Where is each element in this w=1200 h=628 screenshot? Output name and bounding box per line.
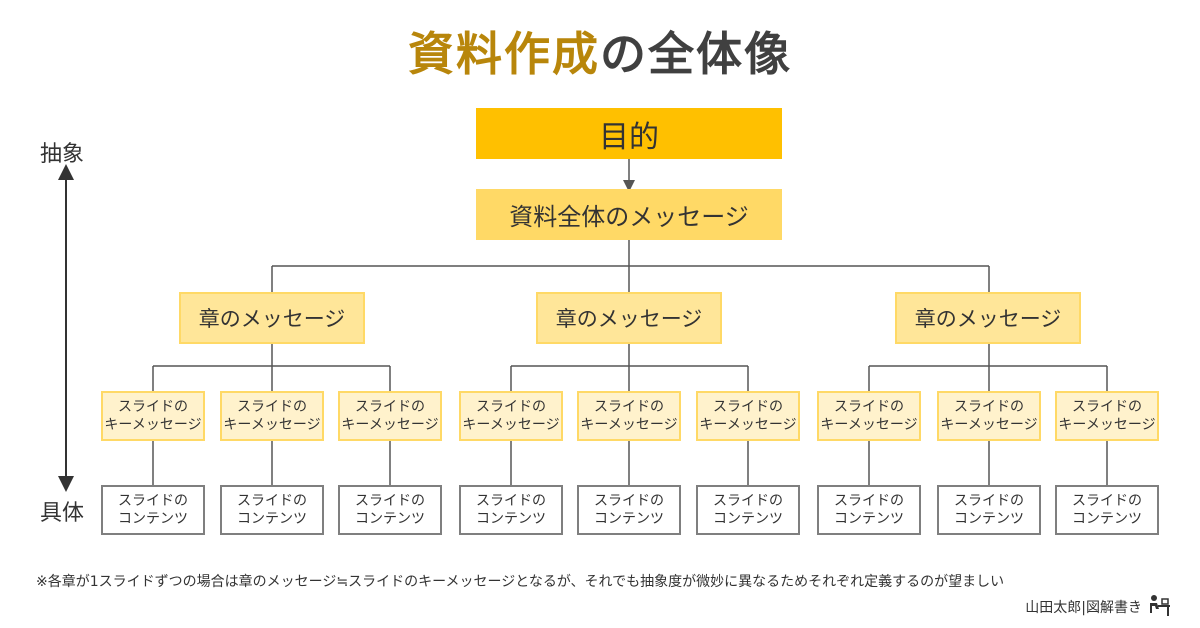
slide-content-box: スライドの コンテンツ bbox=[220, 485, 324, 535]
slide-key-message-box: スライドの キーメッセージ bbox=[459, 391, 563, 441]
document-message-box: 資料全体のメッセージ bbox=[476, 189, 782, 240]
slide-content-box: スライドの コンテンツ bbox=[338, 485, 442, 535]
slide-key-message-box: スライドの キーメッセージ bbox=[937, 391, 1041, 441]
slide-key-message-box: スライドの キーメッセージ bbox=[1055, 391, 1159, 441]
slide-key-message-box: スライドの キーメッセージ bbox=[338, 391, 442, 441]
chapter-message-box-1: 章のメッセージ bbox=[179, 292, 365, 344]
slide-key-message-box: スライドの キーメッセージ bbox=[696, 391, 800, 441]
chapter-message-box-2: 章のメッセージ bbox=[536, 292, 722, 344]
slide-key-message-box: スライドの キーメッセージ bbox=[101, 391, 205, 441]
slide-content-box: スライドの コンテンツ bbox=[1055, 485, 1159, 535]
title-rest: の全体像 bbox=[600, 27, 792, 81]
slide-content-box: スライドの コンテンツ bbox=[937, 485, 1041, 535]
slide-content-box: スライドの コンテンツ bbox=[101, 485, 205, 535]
person-at-desk-icon bbox=[1150, 595, 1170, 616]
author-credit: 山田太郎|図解書き bbox=[1025, 600, 1142, 616]
axis-label-abstract: 抽象 bbox=[40, 142, 85, 167]
footnote: ※各章が1スライドずつの場合は章のメッセージ≒スライドのキーメッセージとなるが、… bbox=[36, 574, 1005, 590]
slide-content-box: スライドの コンテンツ bbox=[577, 485, 681, 535]
slide-key-message-box: スライドの キーメッセージ bbox=[577, 391, 681, 441]
page-title: 資料作成の全体像 bbox=[0, 18, 1200, 84]
title-accent: 資料作成 bbox=[408, 27, 600, 81]
slide-content-box: スライドの コンテンツ bbox=[696, 485, 800, 535]
slide-key-message-box: スライドの キーメッセージ bbox=[817, 391, 921, 441]
axis-label-concrete: 具体 bbox=[40, 501, 85, 526]
purpose-box: 目的 bbox=[476, 108, 782, 159]
chapter-message-box-3: 章のメッセージ bbox=[895, 292, 1081, 344]
slide-content-box: スライドの コンテンツ bbox=[459, 485, 563, 535]
slide-key-message-box: スライドの キーメッセージ bbox=[220, 391, 324, 441]
slide-content-box: スライドの コンテンツ bbox=[817, 485, 921, 535]
